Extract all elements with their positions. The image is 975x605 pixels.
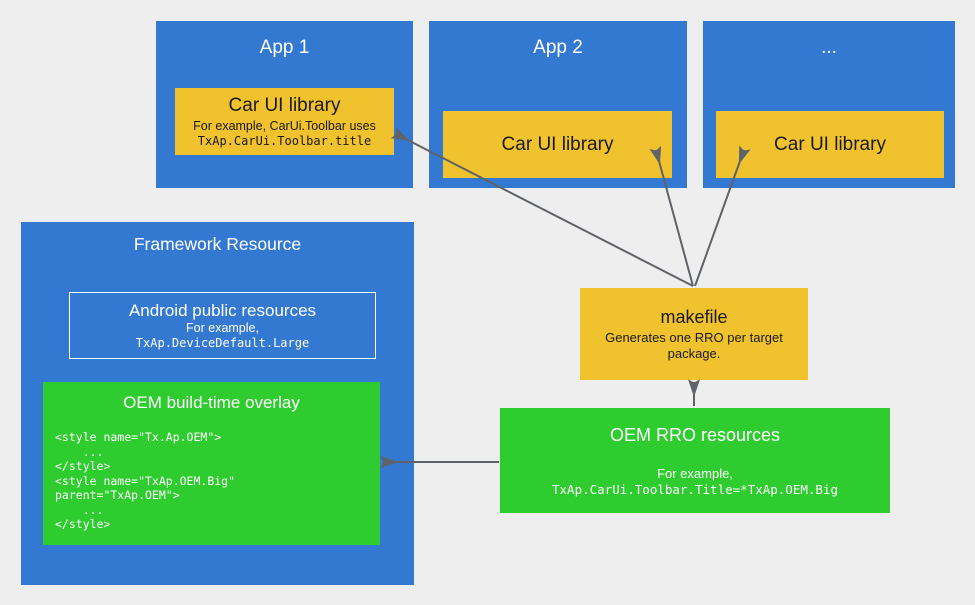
app-box-2: App 2 Car UI library — [429, 21, 687, 188]
android-public-resources-title: Android public resources — [128, 301, 317, 320]
car-ui-library-title-3: Car UI library — [774, 134, 886, 155]
oem-rro-resources-title: OEM RRO resources — [609, 425, 781, 445]
car-ui-library-title-2: Car UI library — [501, 134, 614, 155]
oem-rro-resources-box: OEM RRO resources For example, TxAp.CarU… — [500, 408, 890, 513]
car-ui-library-box-2: Car UI library — [443, 111, 672, 178]
car-ui-library-subtitle-1: For example, CarUi.Toolbar uses — [193, 119, 376, 133]
app-box-1: App 1 Car UI library For example, CarUi.… — [156, 21, 413, 188]
car-ui-library-box-3: Car UI library — [716, 111, 944, 178]
app-title-3: ... — [821, 37, 837, 58]
car-ui-library-box-1: Car UI library For example, CarUi.Toolba… — [175, 88, 394, 155]
app-box-3: ... Car UI library — [703, 21, 955, 188]
framework-resource-title: Framework Resource — [133, 234, 302, 254]
framework-resource-box: Framework Resource Android public resour… — [21, 222, 414, 585]
app-title-2: App 2 — [533, 37, 583, 58]
android-public-resources-subtitle: For example, — [186, 321, 259, 335]
oem-rro-resources-subtitle: For example, — [657, 466, 733, 481]
app-title-1: App 1 — [259, 37, 310, 58]
car-ui-library-mono-1: TxAp.CarUi.Toolbar.title — [197, 134, 372, 148]
car-ui-library-title-1: Car UI library — [228, 95, 341, 116]
oem-rro-resources-mono: TxAp.CarUi.Toolbar.Title=*TxAp.OEM.Big — [552, 482, 838, 497]
oem-build-time-overlay-code: <style name="Tx.Ap.OEM"> ... </style> <s… — [55, 430, 236, 531]
makefile-box: makefile Generates one RRO per target pa… — [580, 288, 808, 380]
android-public-resources-box: Android public resources For example, Tx… — [69, 292, 376, 359]
oem-build-time-overlay-box: OEM build-time overlay <style name="Tx.A… — [43, 382, 380, 545]
makefile-subtitle: Generates one RRO per target package. — [605, 330, 783, 361]
android-public-resources-mono: TxAp.DeviceDefault.Large — [135, 336, 310, 350]
makefile-title: makefile — [660, 307, 728, 327]
oem-build-time-overlay-title: OEM build-time overlay — [123, 393, 300, 412]
